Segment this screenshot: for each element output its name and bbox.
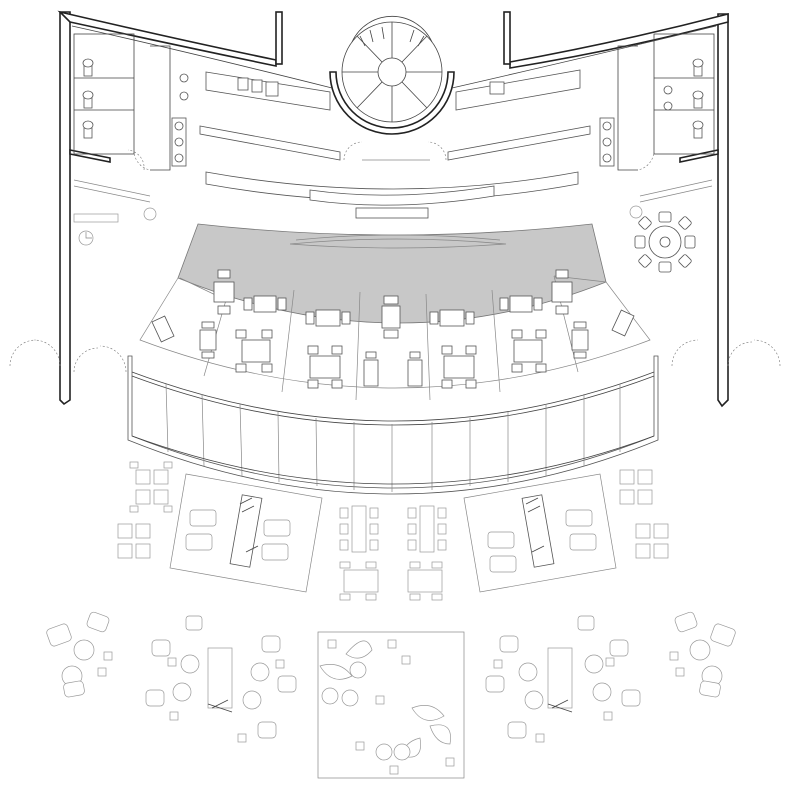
dining-table (151, 315, 217, 359)
sink-icon (599, 85, 673, 167)
dining-table (213, 269, 235, 315)
toilet-icon (82, 58, 94, 139)
bistro-table-set (129, 461, 173, 513)
lounge-group-center-patio (317, 631, 465, 779)
bar-counter (205, 171, 579, 219)
lounge-area-left (169, 473, 323, 593)
left-outer-wall (59, 11, 71, 406)
inner-wall-top-right (451, 25, 717, 89)
left-wing-items (73, 179, 157, 246)
dining-table (571, 309, 635, 359)
dining-table (243, 295, 287, 313)
dining-table (381, 295, 401, 339)
spiral-stair (329, 16, 455, 135)
dining-table (511, 329, 547, 373)
right-outer-wall (717, 13, 729, 408)
sink-icon (171, 73, 189, 167)
lounge-group-far-left (46, 611, 113, 698)
dining-table (305, 309, 351, 327)
shaft-wall-left (275, 11, 283, 65)
toilet-icon (692, 58, 704, 139)
building-shell (57, 10, 729, 408)
left-toilet-block (73, 33, 189, 171)
dining-table (429, 309, 475, 327)
shaft-wall-right (503, 11, 511, 65)
lounge-group-left (145, 615, 297, 743)
right-wing-items (629, 179, 713, 219)
top-curved-wall-right (509, 12, 729, 69)
lounge-group-far-right (669, 611, 736, 698)
round-table-8 (634, 211, 696, 273)
bistro-table-set (619, 469, 653, 505)
dining-tables (151, 269, 635, 389)
bar-rail (289, 238, 507, 249)
left-wing-wall (69, 149, 111, 163)
dining-table (441, 345, 477, 389)
lounge-group-right (485, 615, 641, 743)
entrance-doors (9, 141, 781, 373)
inner-wall-top-left (71, 25, 333, 89)
dining-table (363, 351, 423, 387)
bistro-table-set (117, 523, 151, 559)
outdoor-terrace (46, 461, 736, 779)
center-tables (339, 505, 447, 601)
top-curved-wall-left (57, 10, 277, 67)
dining-table (551, 269, 573, 315)
dining-table (235, 329, 273, 373)
glazed-facade (127, 355, 659, 495)
right-wing-wall (679, 149, 719, 163)
bistro-table-set (635, 523, 669, 559)
right-toilet-block (599, 33, 715, 171)
dining-table (307, 345, 343, 389)
lounge-area-right (463, 473, 617, 593)
kitchen-counters (199, 69, 591, 161)
dining-table (499, 295, 543, 313)
